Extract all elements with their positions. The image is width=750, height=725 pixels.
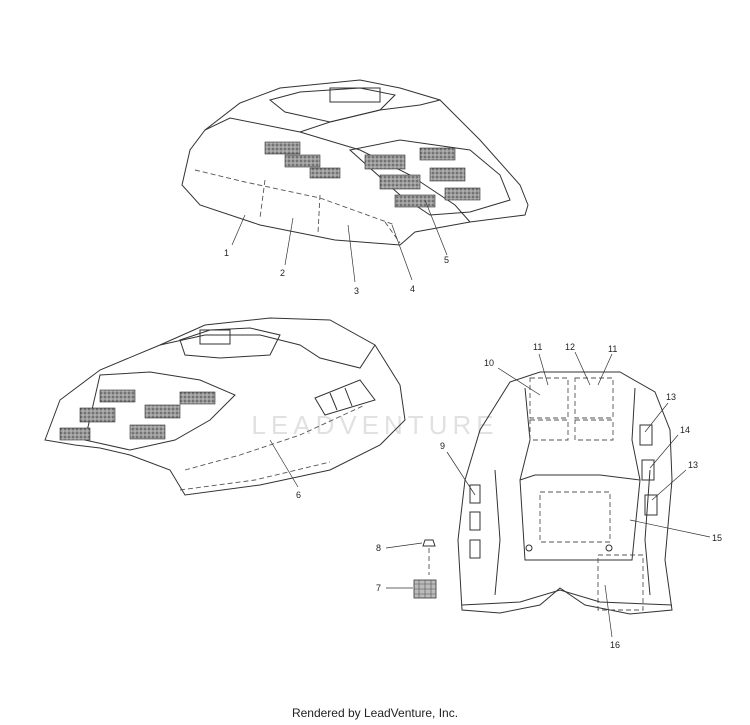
callout-5: 5 xyxy=(444,255,449,265)
callout-3: 3 xyxy=(354,286,359,296)
hood-top-view xyxy=(181,79,529,283)
footer-credit: Rendered by LeadVenture, Inc. xyxy=(291,706,459,720)
watermark: LEADVENTURE xyxy=(251,410,499,440)
hood-underside-view xyxy=(385,351,711,638)
callout-15: 15 xyxy=(712,533,722,543)
callout-13-top: 13 xyxy=(666,392,676,402)
callout-labels: 1 2 3 4 5 6 7 8 9 10 11 12 11 13 14 13 1… xyxy=(224,248,722,650)
callout-14: 14 xyxy=(680,425,690,435)
callout-8: 8 xyxy=(376,543,381,553)
callout-11-left: 11 xyxy=(533,342,542,352)
callout-12: 12 xyxy=(565,342,575,352)
callout-11-right: 11 xyxy=(608,344,617,354)
callout-13-bottom: 13 xyxy=(688,460,698,470)
callout-1: 1 xyxy=(224,248,229,258)
callout-7: 7 xyxy=(376,583,381,593)
callout-4: 4 xyxy=(410,284,415,294)
hood-side-view xyxy=(44,317,406,496)
callout-10: 10 xyxy=(484,358,494,368)
callout-6: 6 xyxy=(296,490,301,500)
callout-16: 16 xyxy=(610,640,620,650)
callout-9: 9 xyxy=(440,441,445,451)
callout-2: 2 xyxy=(280,268,285,278)
